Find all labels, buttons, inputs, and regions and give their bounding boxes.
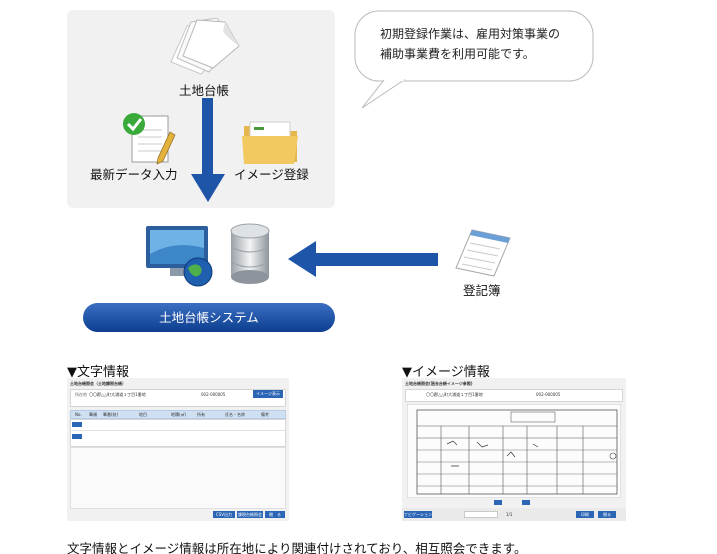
text-table-header xyxy=(70,410,286,419)
footer-note: 文字情報とイメージ情報は所在地により関連付けされており、相互照会できます。 xyxy=(67,541,527,554)
text-code: 002-000005 xyxy=(201,392,226,397)
new-data-label: 最新データ入力 xyxy=(90,167,178,182)
page-next-button[interactable] xyxy=(522,500,530,505)
text-info-screenshot: 土地台帳照会（土地課税台帳） 所在地 〇〇郡△△町大浦道１丁目1番地 002-0… xyxy=(67,378,289,521)
image-info-screenshot: 土地台帳照会(過去台帳イメージ参照) 〇〇郡△△町大浦道１丁目1番地 002-0… xyxy=(402,378,626,521)
computer-globe-icon xyxy=(146,226,213,287)
registry-label: 登記簿 xyxy=(463,283,501,298)
callout-text: 初期登録作業は、雇用対策事業の 補助事業費を利用可能です。 xyxy=(380,24,590,64)
col-owner: 所有 xyxy=(197,412,205,417)
page-input[interactable] xyxy=(464,511,498,518)
down-arrow-icon xyxy=(191,98,225,202)
col-name: 氏名・名称 xyxy=(225,412,245,417)
table-row xyxy=(70,419,286,447)
text-address-value: 〇〇郡△△町大浦道１丁目1番地 xyxy=(89,392,146,397)
database-icon xyxy=(230,223,270,284)
col-lot: 筆番(枝) xyxy=(103,412,119,417)
col-no: No. xyxy=(75,412,82,417)
col-note: 備考 xyxy=(261,412,269,417)
row-select-button[interactable] xyxy=(72,422,82,427)
image-code: 002-000005 xyxy=(536,392,561,397)
image-display-button[interactable]: イメージ表示 xyxy=(253,390,283,398)
image-address-box xyxy=(405,389,623,402)
checked-document-icon xyxy=(123,113,176,165)
close-button[interactable]: 閉 る xyxy=(265,511,285,518)
print-button[interactable]: 印刷 xyxy=(576,511,594,518)
scanned-ledger-image xyxy=(407,404,621,498)
ledger-label: 土地台帳 xyxy=(179,83,230,98)
pager-text: 1/1 xyxy=(506,512,513,517)
image-toolbar xyxy=(402,508,626,521)
text-info-title: ▼文字情報 xyxy=(67,365,129,380)
image-registration-label: イメージ登録 xyxy=(234,167,309,182)
image-address-value: 〇〇郡△△町大浦道１丁目1番地 xyxy=(426,392,483,397)
col-order: 筆順 xyxy=(89,412,97,417)
col-category: 地目 xyxy=(139,412,147,417)
page-prev-button[interactable] xyxy=(494,500,502,505)
land-ledger-system-bar: 土地台帳システム xyxy=(83,303,335,332)
row-select-button[interactable] xyxy=(72,434,82,439)
tax-ledger-button[interactable]: 課税台帳照会 xyxy=(237,511,263,518)
text-address-label: 所在地 xyxy=(75,392,87,397)
image-screen-title: 土地台帳照会(過去台帳イメージ参照) xyxy=(405,381,473,386)
text-screen-title: 土地台帳照会（土地課税台帳） xyxy=(70,381,126,386)
callout-line-1: 初期登録作業は、雇用対策事業の xyxy=(380,27,561,41)
navigation-button[interactable]: ナビゲーション xyxy=(404,511,432,518)
text-address-box xyxy=(70,389,286,407)
text-table-body xyxy=(70,447,286,509)
image-info-title: ▼イメージ情報 xyxy=(402,365,490,380)
csv-export-button[interactable]: CSV出力 xyxy=(213,511,235,518)
callout-line-2: 補助事業費を利用可能です。 xyxy=(380,47,535,61)
registry-document-icon xyxy=(455,229,511,277)
ledger-papers-icon xyxy=(170,18,240,75)
row-divider xyxy=(70,430,286,431)
col-area: 地積(㎡) xyxy=(171,412,187,417)
callout-bubble xyxy=(354,10,594,109)
folder-icon xyxy=(242,121,298,164)
image-close-button[interactable]: 閉る xyxy=(598,511,616,518)
left-arrow-icon xyxy=(288,241,438,277)
